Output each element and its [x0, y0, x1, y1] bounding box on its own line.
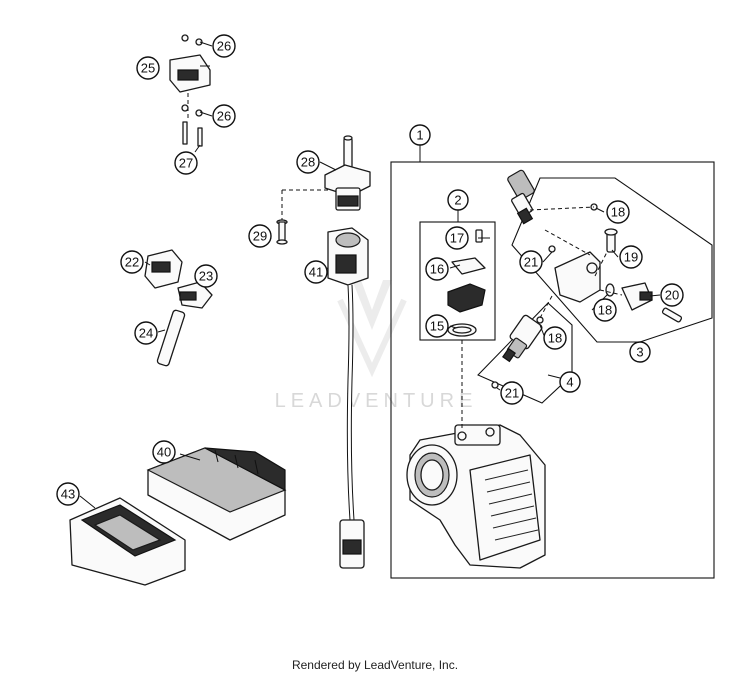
svg-text:27: 27 — [179, 156, 193, 171]
svg-text:22: 22 — [125, 255, 139, 270]
assembly-frame — [390, 161, 715, 579]
callout-27: 27 — [174, 151, 198, 175]
o-ring — [491, 381, 499, 389]
svg-text:4: 4 — [566, 375, 573, 390]
svg-text:19: 19 — [624, 250, 638, 265]
sub-assembly-box-4 — [477, 302, 573, 404]
callout-2: 2 — [447, 189, 469, 211]
svg-text:18: 18 — [611, 205, 625, 220]
callout-19: 19 — [619, 245, 643, 269]
callout-41: 41 — [304, 260, 328, 284]
callout-25: 25 — [136, 56, 160, 80]
sensor-28 — [324, 135, 371, 211]
callout-16: 16 — [425, 257, 449, 281]
injector-top — [507, 169, 535, 225]
sensor-25 — [169, 34, 211, 147]
svg-text:41: 41 — [309, 265, 323, 280]
callout-26-top: 26 — [212, 34, 236, 58]
sensor-23 — [177, 281, 213, 309]
fuel-rail — [554, 251, 615, 303]
svg-text:2: 2 — [454, 193, 461, 208]
svg-text:40: 40 — [157, 445, 171, 460]
screw-19 — [604, 228, 618, 253]
svg-text:15: 15 — [430, 319, 444, 334]
callout-1: 1 — [409, 124, 431, 146]
callout-3: 3 — [629, 341, 651, 363]
callout-21-low: 21 — [500, 381, 524, 405]
o-ring — [548, 245, 556, 253]
callout-21-top: 21 — [519, 250, 543, 274]
callout-29: 29 — [248, 224, 272, 248]
connector-22 — [144, 249, 183, 289]
callout-28: 28 — [296, 150, 320, 174]
callout-43: 43 — [56, 482, 80, 506]
holder-43 — [69, 497, 186, 586]
callout-18-top: 18 — [606, 200, 630, 224]
svg-text:43: 43 — [61, 487, 75, 502]
svg-text:3: 3 — [636, 345, 643, 360]
tube-24 — [156, 309, 186, 367]
svg-text:25: 25 — [141, 61, 155, 76]
svg-text:17: 17 — [450, 231, 464, 246]
svg-text:16: 16 — [430, 262, 444, 277]
svg-text:18: 18 — [548, 331, 562, 346]
callout-18-low: 18 — [543, 326, 567, 350]
svg-text:20: 20 — [665, 288, 679, 303]
svg-text:28: 28 — [301, 155, 315, 170]
callout-4: 4 — [559, 371, 581, 393]
throttle-body — [406, 424, 546, 569]
wiring-harness — [327, 227, 369, 569]
svg-text:21: 21 — [505, 386, 519, 401]
injector-lower — [502, 314, 543, 363]
svg-text:1: 1 — [416, 128, 423, 143]
callout-17: 17 — [445, 226, 469, 250]
callout-40: 40 — [152, 440, 176, 464]
svg-text:21: 21 — [524, 255, 538, 270]
svg-text:26: 26 — [217, 109, 231, 124]
callout-26-bottom: 26 — [212, 104, 236, 128]
footer-credit: Rendered by LeadVenture, Inc. — [291, 658, 459, 672]
screw-29 — [276, 219, 288, 245]
ecu-40 — [146, 447, 287, 541]
svg-text:29: 29 — [253, 229, 267, 244]
svg-text:24: 24 — [139, 326, 153, 341]
callout-23: 23 — [194, 264, 218, 288]
svg-text:18: 18 — [598, 303, 612, 318]
sensor-parts-2 — [447, 229, 486, 337]
callout-22: 22 — [120, 250, 144, 274]
callout-18-mid: 18 — [593, 298, 617, 322]
svg-text:23: 23 — [199, 269, 213, 284]
callout-15: 15 — [425, 314, 449, 338]
pressure-regulator — [621, 282, 683, 323]
callout-24: 24 — [134, 321, 158, 345]
svg-text:26: 26 — [217, 39, 231, 54]
watermark-text: LEADVENTURE — [274, 390, 478, 412]
callout-20: 20 — [660, 283, 684, 307]
